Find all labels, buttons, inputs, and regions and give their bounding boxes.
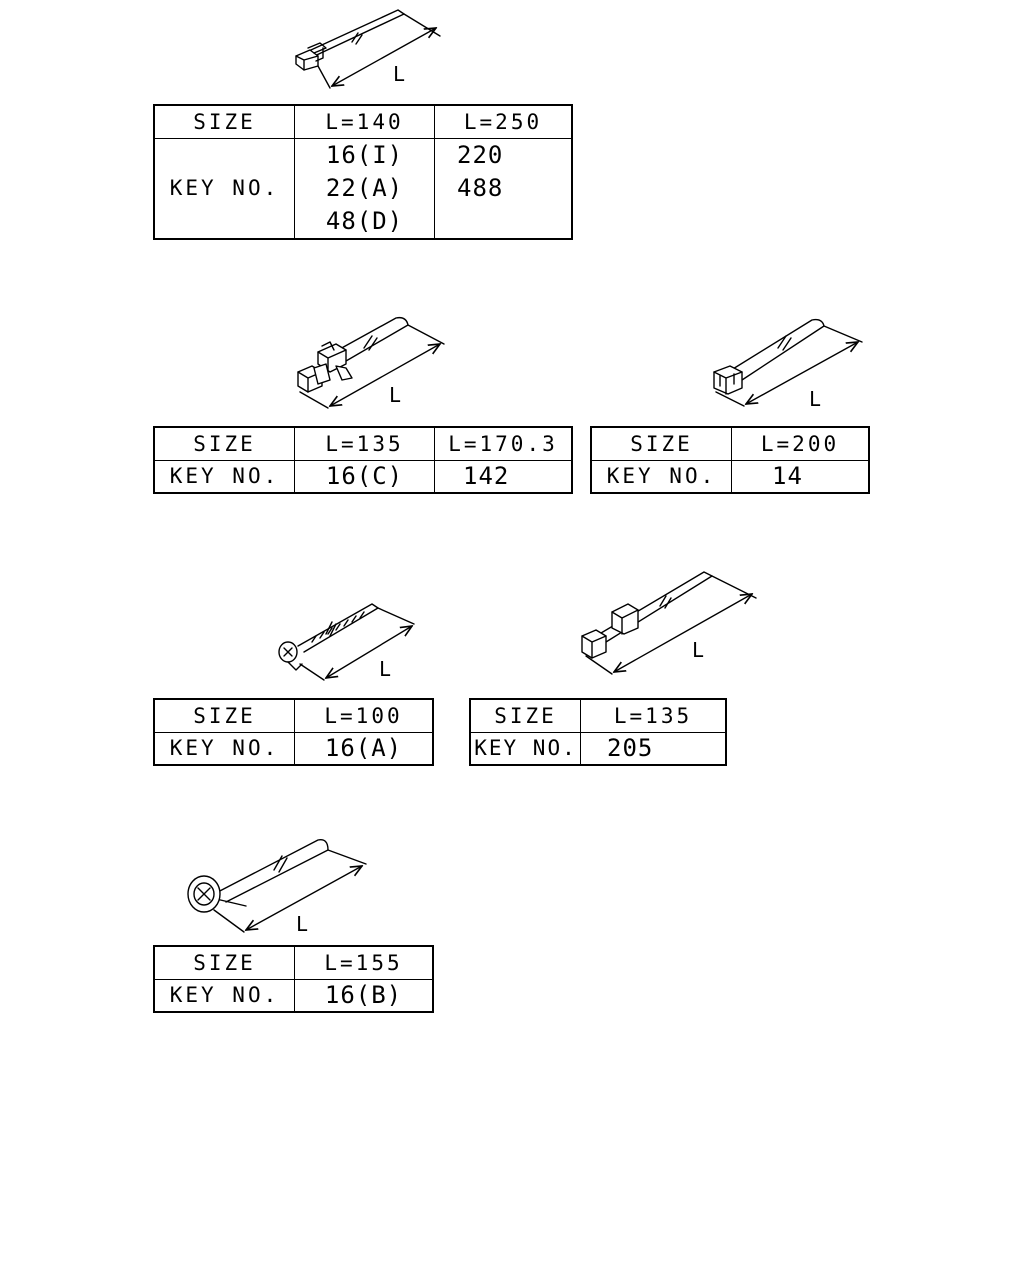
size-cell: L=250 xyxy=(434,104,573,139)
key-header: KEY NO. xyxy=(153,731,295,766)
key-value: 205 xyxy=(580,731,727,766)
key-cell: 220 488 xyxy=(434,137,573,239)
size-cell: L=170.3 xyxy=(434,426,573,461)
key-table-3: SIZE L=200 KEY NO. 14 xyxy=(590,426,870,494)
key-value: 16(I) xyxy=(325,140,404,169)
key-header: KEY NO. xyxy=(153,137,295,239)
size-header: SIZE xyxy=(153,945,295,980)
size-header: SIZE xyxy=(153,104,295,139)
key-value: 220 xyxy=(457,140,504,169)
dimension-label-2: L xyxy=(389,383,403,407)
size-header: SIZE xyxy=(153,426,295,461)
key-table-4: SIZE L=100 KEY NO. 16(A) xyxy=(153,698,434,766)
key-header: KEY NO. xyxy=(590,459,732,494)
size-cell: L=155 xyxy=(294,945,434,980)
size-header: SIZE xyxy=(469,698,581,733)
size-cell: L=135 xyxy=(294,426,435,461)
key-value: 48(D) xyxy=(325,206,404,235)
key-value: 22(A) xyxy=(325,173,404,202)
dimension-label-1: L xyxy=(393,62,407,86)
key-value: 142 xyxy=(434,459,573,494)
key-table-1: SIZE L=140 L=250 KEY NO. 16(I) 22(A) 48(… xyxy=(153,104,573,240)
dimension-label-3: L xyxy=(809,387,823,411)
size-header: SIZE xyxy=(590,426,732,461)
key-header: KEY NO. xyxy=(153,459,295,494)
key-value: 14 xyxy=(731,459,870,494)
key-header: KEY NO. xyxy=(153,978,295,1013)
key-value: 16(A) xyxy=(294,731,434,766)
tie-figure-5 xyxy=(581,571,757,675)
size-cell: L=140 xyxy=(294,104,435,139)
size-cell: L=200 xyxy=(731,426,870,461)
key-table-5: SIZE L=135 KEY NO. 205 xyxy=(469,698,727,766)
size-cell: L=135 xyxy=(580,698,727,733)
key-table-2: SIZE L=135 L=170.3 KEY NO. 16(C) 142 xyxy=(153,426,573,494)
tie-figure-3 xyxy=(713,318,863,407)
key-header: KEY NO. xyxy=(469,731,581,766)
key-value: 16(C) xyxy=(294,459,435,494)
size-cell: L=100 xyxy=(294,698,434,733)
key-value: 16(B) xyxy=(294,978,434,1013)
tie-figure-4 xyxy=(278,603,415,681)
dimension-label-6: L xyxy=(296,912,310,936)
tie-figure-1 xyxy=(295,9,441,89)
tie-figure-6 xyxy=(187,839,367,933)
key-value: 488 xyxy=(457,173,504,202)
key-cell: 16(I) 22(A) 48(D) xyxy=(294,137,435,239)
dimension-label-5: L xyxy=(692,638,706,662)
key-table-6: SIZE L=155 KEY NO. 16(B) xyxy=(153,945,434,1013)
tie-figure-2 xyxy=(297,316,445,409)
dimension-label-4: L xyxy=(379,657,393,681)
size-header: SIZE xyxy=(153,698,295,733)
